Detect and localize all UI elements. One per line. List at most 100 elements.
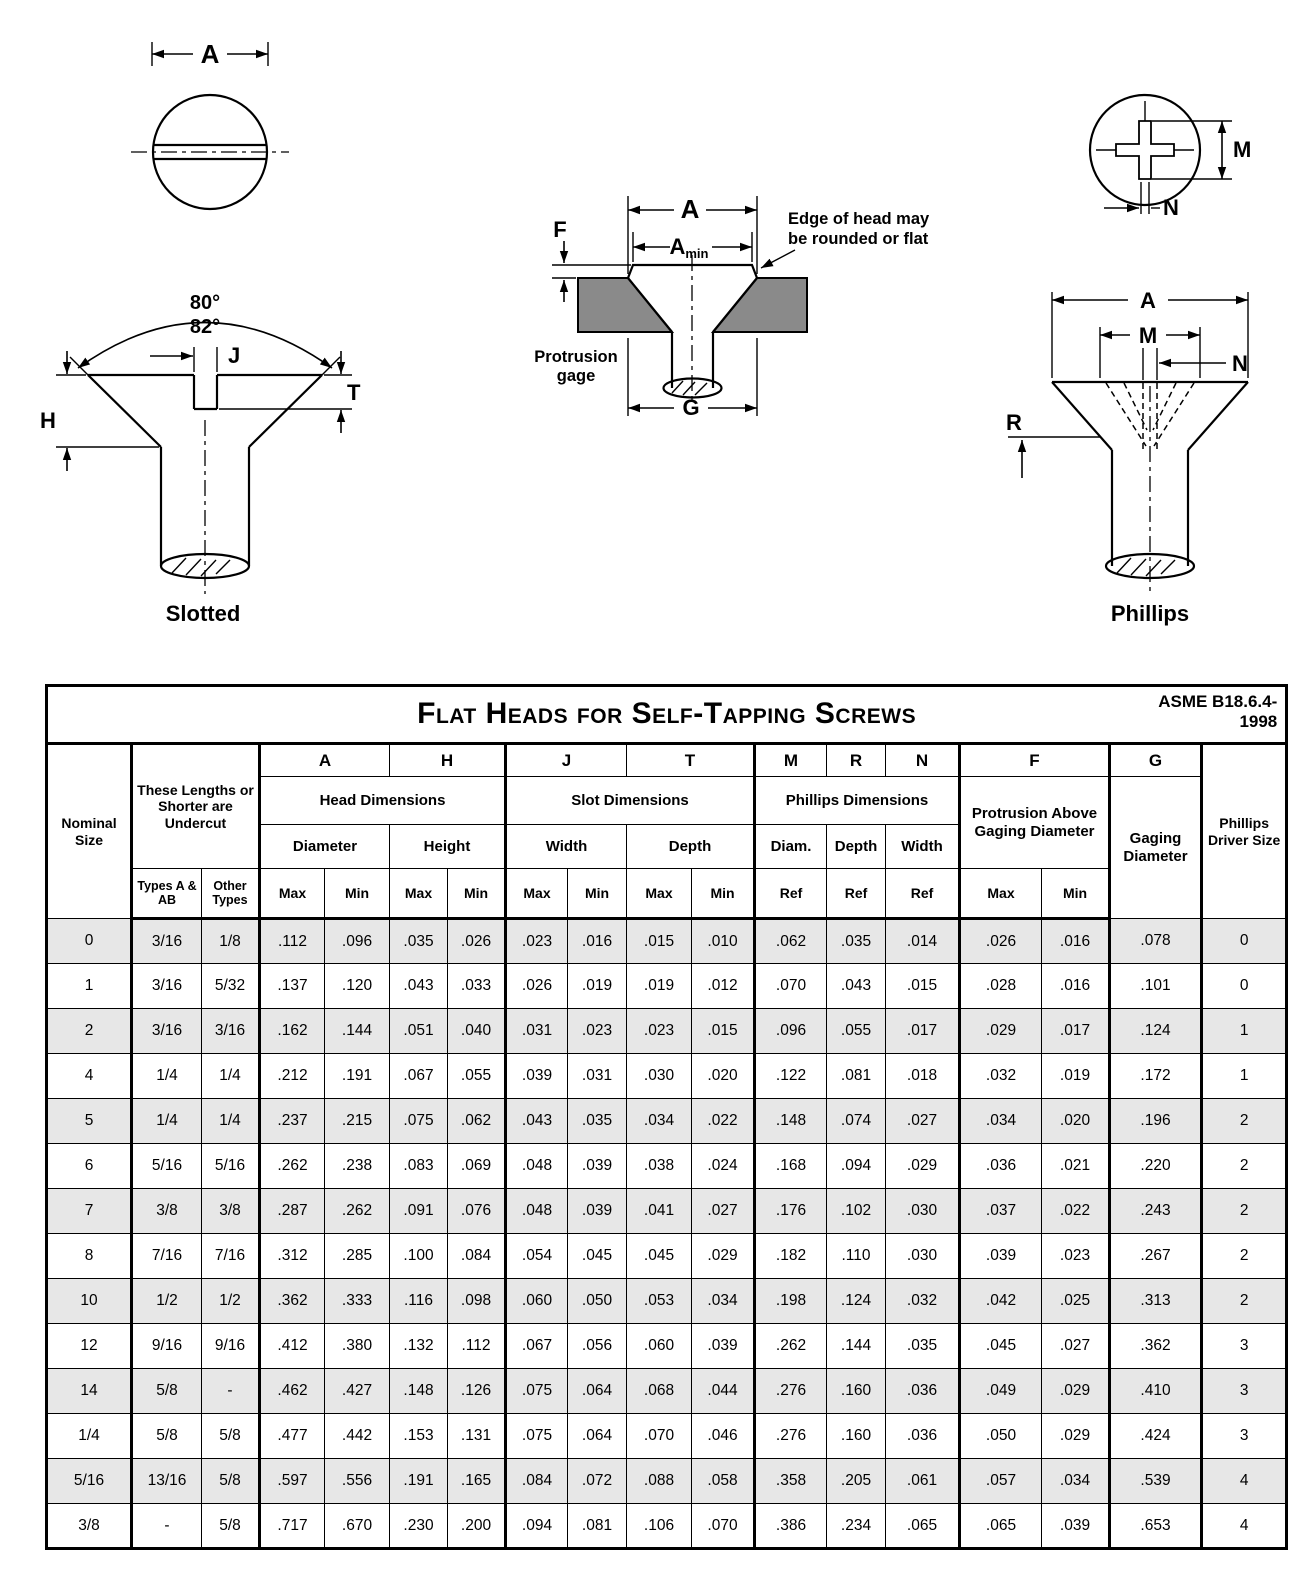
table-row: 3/8-5/8.717.670.230.200.094.081.106.070.… bbox=[46, 1503, 1288, 1549]
cell: .034 bbox=[691, 1278, 755, 1324]
cell: 3/16 bbox=[130, 1008, 202, 1054]
cell: .096 bbox=[753, 1008, 827, 1054]
cell: .055 bbox=[447, 1053, 506, 1099]
cell: 2 bbox=[1199, 1278, 1288, 1324]
cell: 9/16 bbox=[130, 1323, 202, 1369]
cell: .056 bbox=[567, 1323, 627, 1369]
cell: .036 bbox=[885, 1413, 960, 1459]
col-header-other-types: Other Types bbox=[201, 868, 260, 920]
sub-header-row: Diameter Height Width Depth Diam. Depth … bbox=[47, 824, 1287, 869]
cell: .014 bbox=[885, 918, 960, 964]
cell: .039 bbox=[504, 1053, 568, 1099]
cell: .096 bbox=[324, 918, 390, 964]
title-row: Flat Heads for Self-Tapping Screws ASME … bbox=[45, 685, 1288, 745]
cell: .012 bbox=[691, 963, 755, 1009]
cell: .034 bbox=[1041, 1458, 1110, 1504]
cell: 0 bbox=[46, 918, 132, 964]
cell: .262 bbox=[258, 1143, 325, 1189]
cell: .131 bbox=[447, 1413, 506, 1459]
col-header-letter-n: N bbox=[885, 743, 960, 777]
cell: .200 bbox=[447, 1503, 506, 1549]
cell: .045 bbox=[567, 1233, 627, 1279]
dim-label-m-top: M bbox=[1233, 137, 1251, 162]
cell: .358 bbox=[753, 1458, 827, 1504]
cell: .191 bbox=[324, 1053, 390, 1099]
cell: .160 bbox=[826, 1413, 886, 1459]
cell: .039 bbox=[958, 1233, 1042, 1279]
cell: .112 bbox=[258, 918, 325, 964]
cell: .022 bbox=[1041, 1188, 1110, 1234]
edge-note-line1: Edge of head may bbox=[788, 210, 930, 228]
col-header-height: Height bbox=[389, 824, 506, 869]
dim-label-n-top: N bbox=[1163, 195, 1179, 220]
cell: .028 bbox=[958, 963, 1042, 1009]
cell: .019 bbox=[626, 963, 692, 1009]
cell: .153 bbox=[389, 1413, 448, 1459]
cell: .055 bbox=[826, 1008, 886, 1054]
screw-dimensions-table: Flat Heads for Self-Tapping Screws ASME … bbox=[45, 684, 1289, 1550]
cell: 1/4 bbox=[46, 1413, 132, 1459]
cell: .016 bbox=[1041, 963, 1110, 1009]
cell: - bbox=[201, 1368, 260, 1414]
cell: .023 bbox=[504, 918, 568, 964]
cell: 0 bbox=[1199, 963, 1288, 1009]
cell: .098 bbox=[447, 1278, 506, 1324]
cell: 5/8 bbox=[130, 1368, 202, 1414]
cell: .144 bbox=[324, 1008, 390, 1054]
dim-label-n-side: N bbox=[1232, 351, 1248, 376]
cell: .074 bbox=[826, 1098, 886, 1144]
col-header-phillips-dimensions: Phillips Dimensions bbox=[753, 776, 960, 825]
cell: .016 bbox=[567, 918, 627, 964]
cell: .019 bbox=[1041, 1053, 1110, 1099]
cell: .016 bbox=[1041, 918, 1110, 964]
cell: .234 bbox=[826, 1503, 886, 1549]
cell: .054 bbox=[504, 1233, 568, 1279]
cell: .062 bbox=[447, 1098, 506, 1144]
cell: .032 bbox=[885, 1278, 960, 1324]
cell: .076 bbox=[447, 1188, 506, 1234]
col-header-phillips-width: Width bbox=[885, 824, 960, 869]
cell: .412 bbox=[258, 1323, 325, 1369]
cell: .010 bbox=[691, 918, 755, 964]
cell: .088 bbox=[626, 1458, 692, 1504]
cell: .362 bbox=[258, 1278, 325, 1324]
cell: .015 bbox=[885, 963, 960, 1009]
cell: .237 bbox=[258, 1098, 325, 1144]
cell: .018 bbox=[885, 1053, 960, 1099]
cell: .212 bbox=[258, 1053, 325, 1099]
standard-ref: ASME B18.6.4-1998 bbox=[1158, 692, 1278, 732]
cell: .160 bbox=[826, 1368, 886, 1414]
cell: .039 bbox=[567, 1188, 627, 1234]
cell: .287 bbox=[258, 1188, 325, 1234]
protrusion-gage-right-plate bbox=[710, 277, 808, 333]
cell: .065 bbox=[958, 1503, 1042, 1549]
cell: .122 bbox=[753, 1053, 827, 1099]
cell: .091 bbox=[389, 1188, 448, 1234]
cell: .030 bbox=[885, 1188, 960, 1234]
dim-label-f: F bbox=[553, 217, 566, 242]
protrusion-gage-left-plate bbox=[577, 277, 675, 333]
phillips-head-circle bbox=[1088, 93, 1202, 207]
col-header-phillips-depth: Depth bbox=[826, 824, 886, 869]
shaft-break bbox=[1104, 552, 1196, 580]
cell: .262 bbox=[753, 1323, 827, 1369]
letter-header-row: Nominal Size These Lengths or Shorter ar… bbox=[46, 743, 1288, 919]
cell: .023 bbox=[1041, 1233, 1110, 1279]
cell: .313 bbox=[1108, 1278, 1202, 1324]
cell: .124 bbox=[826, 1278, 886, 1324]
col-header-t-min: Min bbox=[691, 868, 755, 920]
col-header-letter-t: T bbox=[626, 743, 755, 777]
col-header-letter-h: H bbox=[389, 743, 506, 777]
cell: 6 bbox=[46, 1143, 132, 1189]
dim-label-t: T bbox=[347, 380, 361, 405]
cell: .427 bbox=[324, 1368, 390, 1414]
cell: 2 bbox=[1199, 1233, 1288, 1279]
col-header-letter-j: J bbox=[504, 743, 627, 777]
dim-label-a-section: A bbox=[681, 194, 700, 224]
cell: .230 bbox=[389, 1503, 448, 1549]
cell: .026 bbox=[447, 918, 506, 964]
